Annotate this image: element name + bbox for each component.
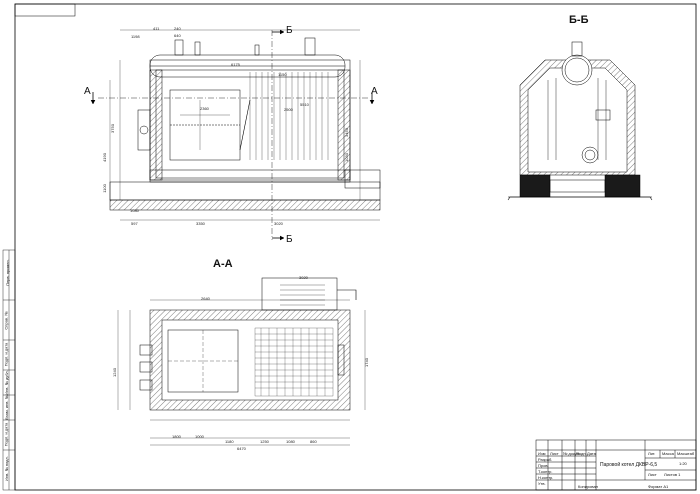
mass-header: Масса [662,451,674,456]
sheets-label: Листов 1 [664,472,681,477]
dimension-label: 1800 [172,434,181,439]
dimension-label: 1000 [195,434,204,439]
dimension-label: 1240 [111,368,117,377]
drawing-title: Паровой котел ДКВР-6,5 [600,462,658,468]
role-label: Н.контр. [538,475,554,480]
dimension-label: 597 [131,221,138,226]
cut-label-aa-left: А [84,86,91,97]
dimension-label: 240 [174,26,181,31]
dimension-label: 6470 [237,446,246,451]
role-label: Пров. [538,463,549,468]
lit-header: Лит. [648,451,656,456]
title-header: Подп. [576,451,587,456]
dimension-label: 3020 [299,275,308,280]
side-stamp-label: Подп. и дата [3,342,9,367]
section-aa-drawing [117,277,366,446]
scale-value: 1:20 [679,461,687,466]
dimension-label: 3020 [274,221,283,226]
cut-label-bb-bottom: Б [286,234,293,245]
format-label: Формат А1 [648,484,669,489]
scale-header: Масштаб [677,451,695,456]
dimension-label: 3750 [109,124,115,133]
role-label: Разраб. [538,457,553,462]
sheet-border [14,3,697,491]
view-title-aa: А-А [213,258,233,270]
title-header: № докум. [563,451,581,456]
dimension-label: 1100 [101,184,107,193]
dimension-label: 2360 [200,106,209,111]
copied-label: Копировал [578,484,599,489]
dimension-label: 1080 [130,208,139,213]
corner-stamp-box [14,3,76,17]
title-block-frame [535,439,697,491]
view-title-bb: Б-Б [569,14,589,26]
dimension-label: 2500 [284,107,293,112]
dimension-label: 1150 [278,72,287,77]
cut-label-bb-top: Б [286,25,293,36]
sheet-label: Лист [648,472,657,477]
role-label: Т.контр. [538,469,553,474]
dimension-label: 5510 [300,102,309,107]
dimension-label: 1030 [343,153,349,162]
dimension-label: 1180 [225,439,234,444]
side-stamp-label: Взам. инв. № [3,395,9,420]
dimension-label: 1198 [131,34,140,39]
dimension-label: 4190 [101,153,107,162]
boiler-elevation [90,29,381,241]
title-header: Лист [550,451,559,456]
side-stamp-label: Справ. № [3,311,9,330]
side-stamp [2,249,16,491]
title-header: Изм [538,451,546,456]
dimension-label: 6175 [231,62,240,67]
dimension-label: 411 [153,26,160,31]
dimension-label: 1740 [363,358,369,367]
dimension-label: 860 [310,439,317,444]
side-stamp-label: Инв. № подл. [3,456,9,481]
dimension-label: 1080 [286,439,295,444]
dimension-label: 2640 [201,296,210,301]
side-stamp-label: Подп. и дата [3,422,9,447]
section-bb-drawing [507,41,653,201]
dimension-label: 1250 [260,439,269,444]
role-label: Утв. [538,481,546,486]
side-stamp-label: Перв. примен. [4,259,10,286]
dimension-label: 3350 [196,221,205,226]
dimension-label: 3450 [343,128,349,137]
cut-label-aa-right: А [371,86,378,97]
side-stamp-label: Инв. № дубл. [3,370,9,395]
title-header: Дата [587,451,596,456]
dimension-label: 640 [174,33,181,38]
